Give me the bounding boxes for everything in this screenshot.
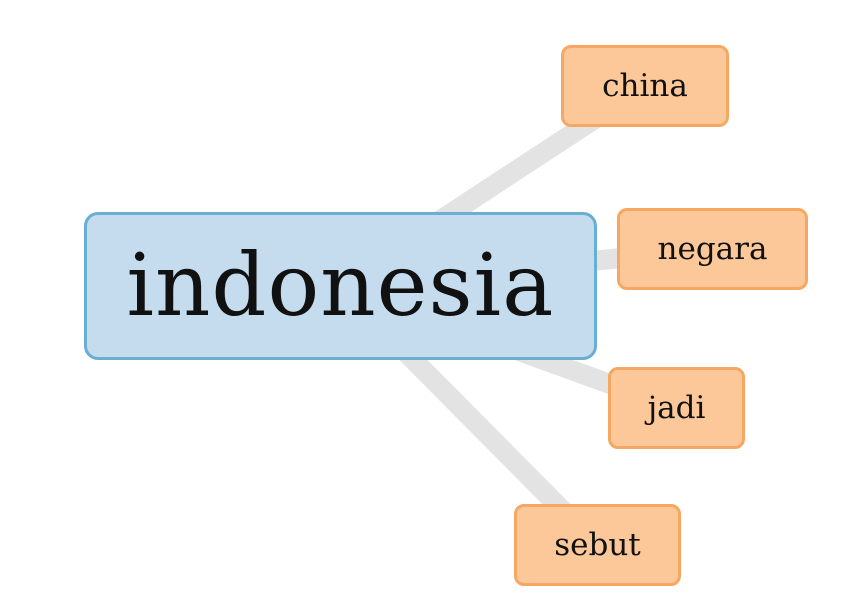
related-word-node-sebut: sebut: [514, 504, 681, 586]
related-word-label: sebut: [554, 527, 641, 563]
center-node: indonesia: [84, 212, 597, 360]
related-word-node-negara: negara: [617, 208, 808, 290]
related-word-label: china: [602, 68, 688, 104]
related-word-label: negara: [657, 231, 768, 267]
center-word: indonesia: [126, 236, 555, 336]
related-word-node-china: china: [561, 45, 729, 127]
related-word-label: jadi: [647, 390, 706, 426]
related-word-node-jadi: jadi: [608, 367, 745, 449]
